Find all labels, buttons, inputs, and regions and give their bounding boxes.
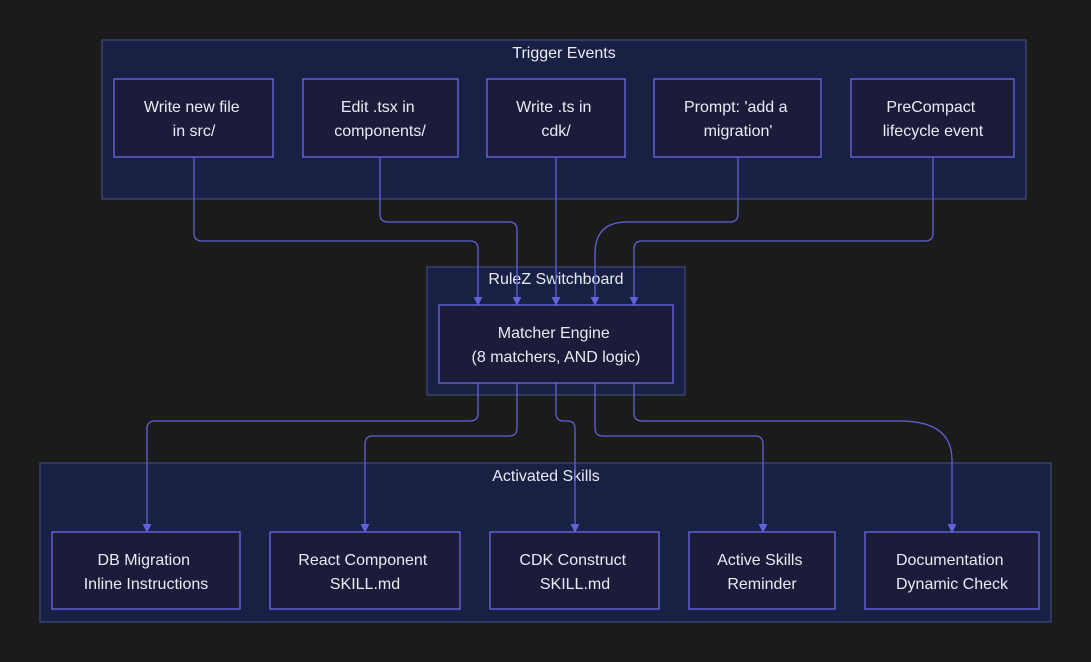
node-precompact-line-2: lifecycle event	[883, 123, 984, 140]
node-matcher-engine-line-1: Matcher Engine	[498, 325, 610, 342]
node-db-migration-line-1: DB Migration	[98, 552, 190, 569]
edge-matcher-s5	[633, 383, 957, 533]
node-active-skills-reminder: Active Skills Reminder	[688, 531, 836, 610]
node-write-new-file-line-1: Write new file	[144, 99, 240, 116]
edge-matcher-s2	[360, 383, 518, 533]
svg-text:Write .ts in cdk/: Write .ts in cdk/	[516, 99, 596, 140]
node-write-ts-cdk: Write .ts in cdk/	[486, 78, 626, 158]
node-active-skills-reminder-line-2: Reminder	[727, 576, 797, 593]
node-write-new-file: Write new file in src/	[113, 78, 274, 158]
svg-text:Write new file in src/: Write new file in src/	[144, 99, 244, 140]
edge-matcher-s4	[594, 383, 768, 533]
node-react-component: React Component SKILL.md	[269, 531, 461, 610]
node-prompt-migration: Prompt: 'add a migration'	[653, 78, 822, 158]
edges	[142, 157, 957, 533]
node-documentation-check: Documentation Dynamic Check	[864, 531, 1040, 610]
node-matcher-engine-line-2: (8 matchers, AND logic)	[472, 349, 641, 366]
svg-text:Active Skills Reminder: Active Skills Reminder	[717, 552, 807, 593]
node-react-component-line-2: SKILL.md	[330, 576, 400, 593]
svg-text:DB Migration Inline Inst: DB Migration Inline Instructions	[84, 552, 209, 593]
node-write-new-file-line-2: in src/	[173, 123, 216, 140]
node-edit-tsx-line-1: Edit .tsx in	[341, 99, 415, 116]
edge-matcher-s3	[555, 383, 580, 533]
cluster-title-trigger-events: Trigger Events	[512, 45, 615, 62]
node-cdk-construct-line-1: CDK Construct	[519, 552, 626, 569]
edge-t4-matcher	[590, 157, 739, 306]
node-prompt-migration-line-2: migration'	[704, 123, 773, 140]
node-write-ts-cdk-line-1: Write .ts in	[516, 99, 591, 116]
edge-t1-matcher	[193, 157, 483, 306]
node-edit-tsx-line-2: components/	[334, 123, 426, 140]
edge-matcher-s1	[142, 383, 479, 533]
svg-text:PreCompact lifecycle eve: PreCompact lifecycle event	[883, 99, 984, 140]
node-active-skills-reminder-line-1: Active Skills	[717, 552, 802, 569]
node-matcher-engine: Matcher Engine (8 matchers, AND logic)	[438, 304, 674, 384]
edge-t2-matcher	[379, 157, 522, 306]
node-react-component-line-1: React Component	[298, 552, 428, 569]
edge-t5-matcher	[629, 157, 934, 306]
node-documentation-check-line-2: Dynamic Check	[896, 576, 1009, 593]
node-prompt-migration-line-1: Prompt: 'add a	[684, 99, 788, 116]
node-write-ts-cdk-line-2: cdk/	[541, 123, 571, 140]
node-db-migration-line-2: Inline Instructions	[84, 576, 209, 593]
svg-text:Documentation Dynamic Ch: Documentation Dynamic Check	[896, 552, 1009, 593]
svg-text:Edit .tsx in components/: Edit .tsx in components/	[334, 99, 426, 140]
svg-text:React Component SKILL.md: React Component SKILL.md	[298, 552, 431, 593]
node-cdk-construct: CDK Construct SKILL.md	[489, 531, 660, 610]
cluster-title-activated-skills: Activated Skills	[492, 468, 600, 485]
svg-text:Prompt: 'add a migration: Prompt: 'add a migration'	[684, 99, 792, 140]
node-cdk-construct-line-2: SKILL.md	[540, 576, 610, 593]
node-edit-tsx: Edit .tsx in components/	[302, 78, 459, 158]
svg-text:CDK Construct SKILL.md: CDK Construct SKILL.md	[519, 552, 630, 593]
node-precompact-line-1: PreCompact	[886, 99, 975, 116]
node-documentation-check-line-1: Documentation	[896, 552, 1004, 569]
node-precompact: PreCompact lifecycle event	[850, 78, 1015, 158]
node-db-migration: DB Migration Inline Instructions	[51, 531, 241, 610]
svg-text:Matcher Engine (8 matche: Matcher Engine (8 matchers, AND logic)	[472, 325, 641, 366]
